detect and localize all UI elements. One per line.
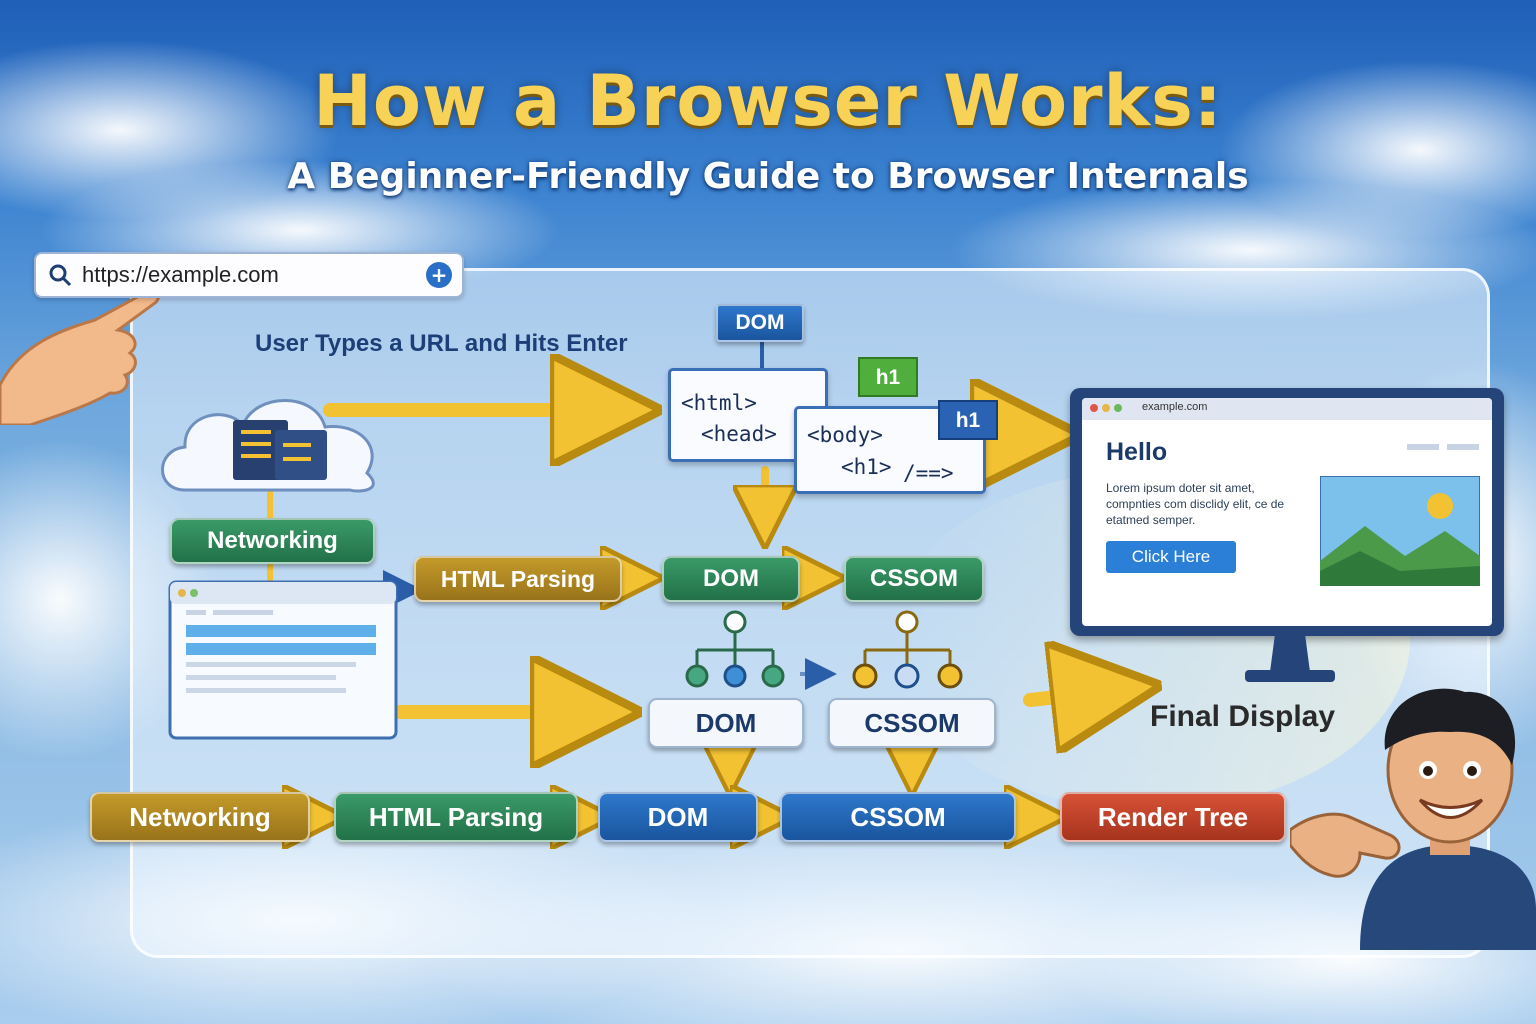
code-line: <head> — [701, 422, 777, 446]
pipeline-networking: Networking — [90, 792, 310, 842]
pipeline-render-tree: Render Tree — [1060, 792, 1286, 842]
cssom-tree-label: CSSOM — [828, 698, 996, 748]
page-title: How a Browser Works: — [313, 60, 1223, 142]
code-line: <h1> — [841, 455, 892, 479]
address-bar[interactable]: https://example.com + — [34, 252, 464, 298]
webpage-window-icon — [168, 580, 398, 740]
h1-tag-blue: h1 — [938, 400, 998, 440]
page-subtitle: A Beginner-Friendly Guide to Browser Int… — [287, 156, 1249, 197]
cssom-node: CSSOM — [844, 556, 984, 602]
code-line: <body> — [807, 423, 883, 447]
landscape-image-icon — [1320, 476, 1480, 586]
click-here-button[interactable]: Click Here — [1106, 541, 1236, 573]
display-body-text: Lorem ipsum doter sit amet, compnties co… — [1106, 481, 1285, 527]
dom-tree-label: DOM — [648, 698, 804, 748]
dom-label-tag: DOM — [716, 304, 804, 342]
html-parsing-node: HTML Parsing — [414, 556, 622, 602]
person-avatar — [1290, 688, 1536, 950]
pipeline-dom: DOM — [598, 792, 758, 842]
plus-circle-icon[interactable]: + — [426, 262, 452, 288]
networking-node: Networking — [170, 518, 375, 564]
dom-tree-icon — [685, 610, 785, 688]
monitor: example.com Hello Lorem ipsum doter sit … — [1070, 388, 1504, 636]
display-url: example.com — [1142, 401, 1208, 413]
cssom-tree-icon — [852, 610, 963, 689]
pipeline-html-parsing: HTML Parsing — [334, 792, 578, 842]
display-heading: Hello — [1106, 438, 1168, 466]
url-text[interactable]: https://example.com — [82, 262, 279, 287]
monitor-stand — [1245, 634, 1335, 682]
cloud-server-icon — [161, 399, 375, 493]
pipeline-cssom: CSSOM — [780, 792, 1016, 842]
step-caption: User Types a URL and Hits Enter — [255, 330, 628, 357]
search-icon — [49, 264, 72, 287]
pointing-hand-icon — [0, 287, 160, 425]
h1-tag-green: h1 — [858, 357, 918, 397]
code-line: <html> — [681, 391, 757, 415]
rendered-page: example.com Hello Lorem ipsum doter sit … — [1082, 398, 1492, 626]
html-code-card-front: <body> <h1> /==> — [794, 406, 986, 494]
browser-tab-bar: example.com — [1082, 398, 1492, 420]
final-display-label: Final Display — [1150, 700, 1336, 733]
dom-node: DOM — [662, 556, 800, 602]
code-line: /==> — [903, 461, 954, 485]
